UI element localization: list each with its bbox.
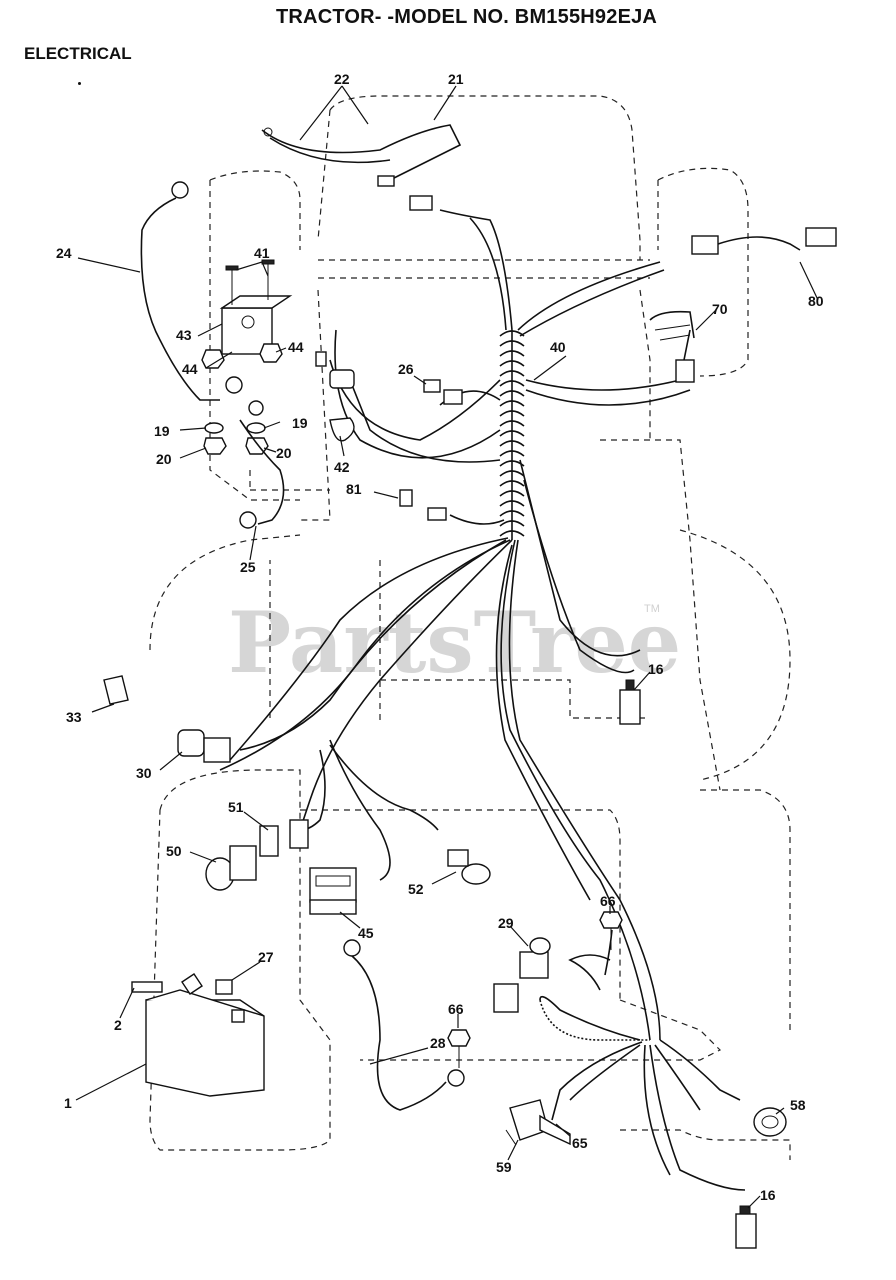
callout-70: 70 [712,301,728,317]
callout-80: 80 [808,293,824,309]
section-label: ELECTRICAL [24,44,132,63]
switch-58 [753,1107,787,1137]
callout-44a: 44 [182,361,198,377]
callout-44b: 44 [288,339,304,355]
callout-58: 58 [790,1097,806,1113]
callout-66b: 66 [448,1001,464,1017]
bullet-dot [78,82,81,85]
part-28-cable [343,939,465,1111]
solenoid-43 [201,259,293,416]
part-25-cable [239,419,285,529]
callout-42: 42 [334,459,350,475]
callout-28: 28 [430,1035,446,1051]
leader-lines [75,85,819,1209]
callout-45: 45 [358,925,374,941]
washers-nuts [203,422,269,455]
callout-21: 21 [448,71,464,87]
watermark-tm: TM [644,603,660,615]
watermark: PartsTree [228,593,681,692]
callout-50: 50 [166,843,182,859]
callout-29: 29 [498,915,514,931]
callout-33: 33 [66,709,82,725]
callout-19b: 19 [292,415,308,431]
callout-81: 81 [346,481,362,497]
battery-1 [131,973,265,1097]
callout-26: 26 [398,361,414,377]
callout-24: 24 [56,245,72,261]
callout-20b: 20 [276,445,292,461]
callout-16b: 16 [760,1187,776,1203]
callout-22: 22 [334,71,350,87]
callout-25: 25 [240,559,256,575]
part-33 [103,675,129,705]
callout-16a: 16 [648,661,664,677]
lower-coil [539,999,650,1041]
callout-52: 52 [408,881,424,897]
callouts: 22 21 24 41 80 70 43 40 44 44 26 19 19 2… [56,71,824,1203]
page-title: TRACTOR- -MODEL NO. BM155H92EJA [276,6,658,28]
part-16-lower [735,1205,757,1249]
callout-40: 40 [550,339,566,355]
part-66-bolts [447,911,623,1068]
callout-51: 51 [228,799,244,815]
part-80 [691,227,837,255]
part-52 [447,849,491,885]
part-24-cable [140,181,220,401]
ignition-switch-30 [177,729,231,763]
callout-27: 27 [258,949,274,965]
part-42 [315,351,355,442]
part-29 [493,937,551,1013]
callout-43: 43 [176,327,192,343]
part-45 [309,867,357,915]
part-50-51 [205,819,309,891]
callout-1: 1 [64,1095,72,1111]
harness-branches [219,209,746,1191]
harness-spiral [499,330,525,540]
chassis-outline [149,95,791,1160]
callout-59: 59 [496,1159,512,1175]
callout-66a: 66 [600,893,616,909]
bracket-59-65 [505,1099,571,1146]
callout-2: 2 [114,1017,122,1033]
callout-65: 65 [572,1135,588,1151]
part-16-upper [619,679,641,725]
part-21-22-wire [261,124,462,211]
callout-30: 30 [136,765,152,781]
part-26 [423,379,463,405]
part-81 [399,489,447,521]
callout-20a: 20 [156,451,172,467]
part-70 [649,310,695,383]
callout-19a: 19 [154,423,170,439]
callout-41: 41 [254,245,270,261]
